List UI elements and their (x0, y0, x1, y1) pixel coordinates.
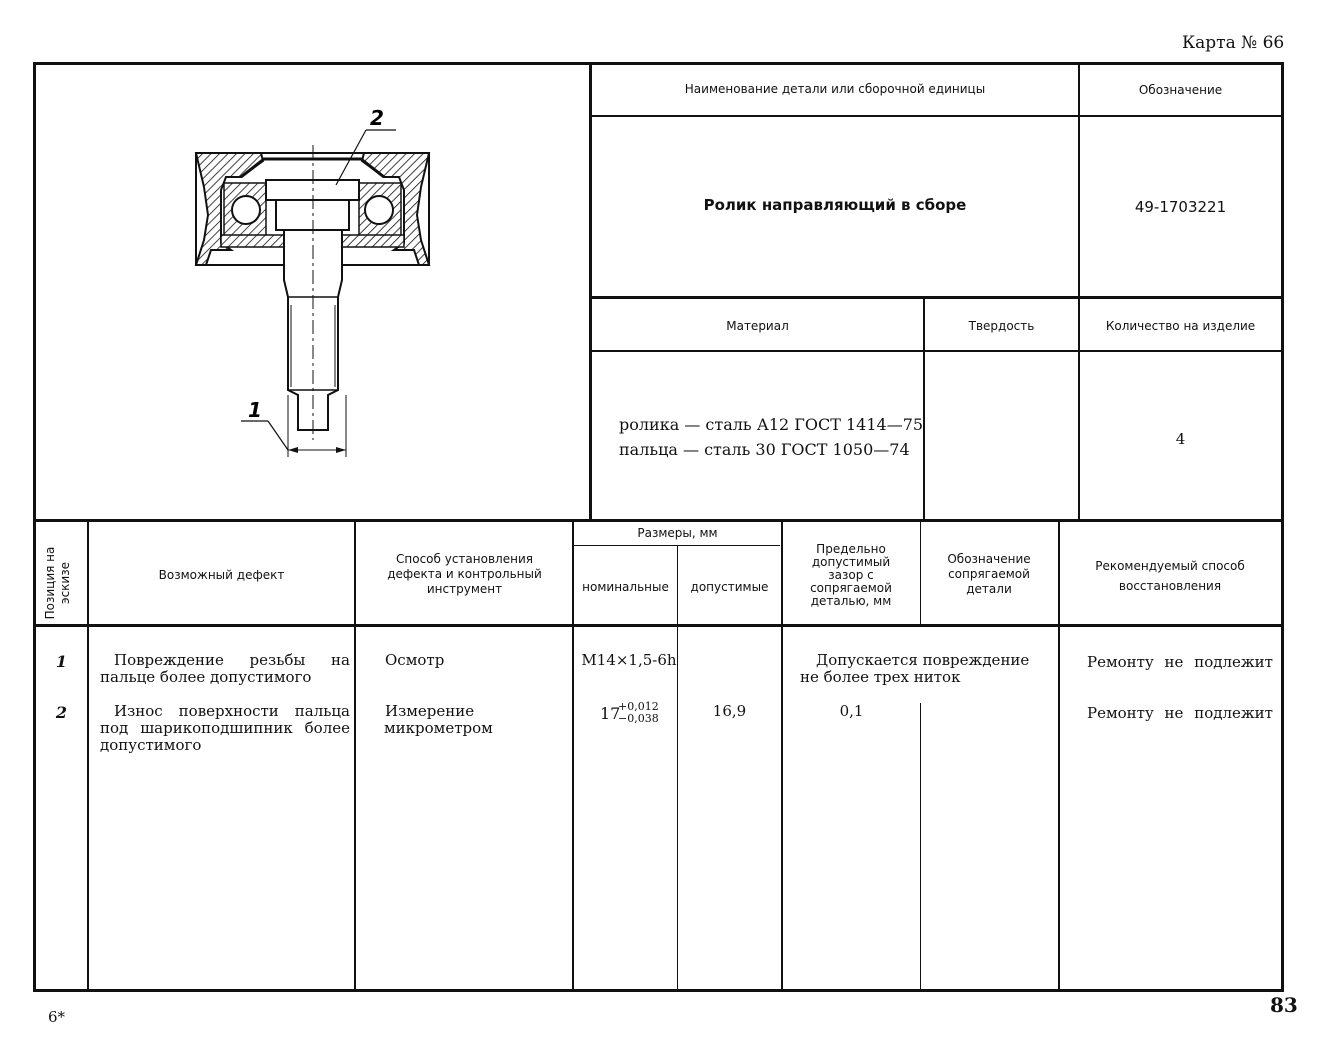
quantity-label: Количество на изделие (1105, 319, 1256, 333)
row-method: Измерение микрометром (384, 703, 566, 737)
row-defect: Повреждение резьбы на пальце более допус… (100, 652, 350, 686)
col-defect-header: Возможный дефект (158, 568, 285, 582)
callout-1: 1 (248, 398, 262, 422)
row-defect-text: Износ поверхности пальца под шарикоподши… (100, 702, 350, 754)
row-restoration: Ремонту не подлежит (1087, 653, 1273, 671)
row-gap-text: Допускается повреждение не более трех ни… (800, 651, 1030, 686)
row-nominal-lower: −0,038 (618, 712, 659, 725)
col-allowable-header: допустимые (690, 580, 769, 594)
row-position: 2 (55, 703, 68, 722)
col-position-label: Позиция на эскизе (43, 546, 72, 620)
hardness-label: Твердость (968, 319, 1035, 333)
col-nominal-header: номинальные (582, 580, 669, 594)
col-gap-header: Предельно допустимый зазор с сопрягаемой… (810, 542, 892, 608)
row-method-text: Измерение микрометром (384, 702, 493, 737)
assembly-sketch: 1 2 (36, 65, 589, 519)
page-number: 83 (1270, 993, 1298, 1017)
col-mating-header: Обозначение сопрягаемой детали (947, 552, 1031, 596)
row-nominal-upper: +0,012 (618, 700, 659, 713)
card-number: Карта № 66 (1182, 33, 1285, 53)
part-name: Ролик направляющий в сборе (703, 196, 967, 214)
col-sizes-header: Размеры, мм (637, 526, 718, 540)
row-nominal: M14×1,5-6h (581, 651, 677, 669)
row-gap: Допускается повреждение не более трех ни… (800, 652, 1052, 686)
footer-sign: 6* (48, 1008, 66, 1026)
col-position-header: Позиция на эскизе (43, 539, 77, 627)
col-method-header: Способ установления дефекта и контрольны… (387, 552, 542, 596)
row-defect: Износ поверхности пальца под шарикоподши… (100, 703, 350, 754)
row-method: Осмотр (385, 651, 445, 669)
name-label: Наименование детали или сборочной единиц… (684, 82, 986, 96)
row-nominal: 17 +0,012 −0,038 (598, 700, 678, 730)
row-restoration: Ремонту не подлежит (1087, 704, 1273, 722)
row-position: 1 (55, 652, 68, 671)
designation-label: Обозначение (1138, 83, 1223, 97)
quantity-value: 4 (1175, 430, 1186, 448)
callout-2: 2 (370, 106, 384, 130)
part-designation: 49-1703221 (1134, 198, 1227, 216)
col-restoration-header: Рекомендуемый способ восстановления (1095, 559, 1245, 593)
row-nominal-base: 17 (600, 704, 621, 723)
material-line-1: ролика — сталь А12 ГОСТ 1414—75 (619, 415, 924, 434)
row-allowable: 16,9 (712, 702, 747, 720)
row-defect-text: Повреждение резьбы на пальце более допус… (100, 651, 350, 686)
row-gap: 0,1 (839, 702, 864, 720)
material-label: Материал (726, 319, 789, 333)
material-line-2: пальца — сталь 30 ГОСТ 1050—74 (619, 440, 910, 459)
